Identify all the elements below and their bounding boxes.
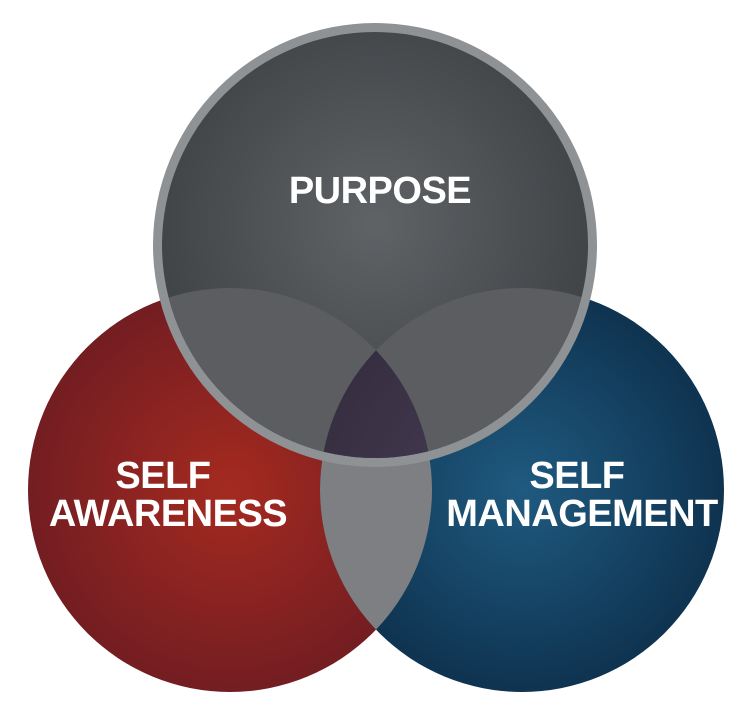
purpose-management-overlap xyxy=(320,288,588,458)
purpose-awareness-overlap xyxy=(162,288,432,458)
self-management-label: SELF MANAGEMENT xyxy=(446,455,718,535)
self-awareness-label: SELF AWARENESS xyxy=(49,455,287,535)
purpose-label: PURPOSE xyxy=(289,170,471,212)
